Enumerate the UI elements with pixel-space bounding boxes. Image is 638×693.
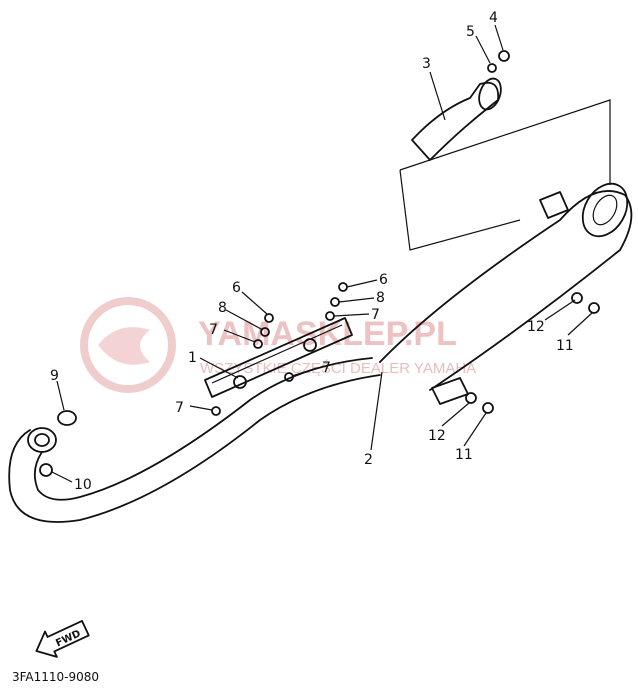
fwd-arrow-shape (35, 620, 90, 658)
callout-1: 1 (188, 350, 197, 366)
callout-6b: 6 (379, 272, 388, 288)
muffler-bracket-top (539, 191, 569, 219)
leader-8b (338, 297, 375, 303)
callout-9: 9 (50, 368, 59, 384)
washer-5 (487, 63, 497, 73)
callout-7d: 7 (175, 400, 184, 416)
exhaust-pipe (8, 357, 381, 523)
heat-protector (204, 317, 353, 398)
callout-7a: 7 (209, 322, 218, 338)
pipe-outer-edge (8, 374, 381, 523)
leader-11a (567, 312, 593, 336)
nut-10 (39, 463, 53, 477)
leader-4 (494, 24, 504, 51)
muffler-end-cap (581, 182, 629, 238)
pipe-flange-hole (34, 433, 50, 447)
protector-hole-right (303, 338, 317, 352)
washer-8b (330, 297, 340, 307)
leader-11b (463, 412, 487, 447)
collar-7d (211, 406, 221, 416)
bolt-4 (498, 50, 510, 62)
muffler-body (379, 190, 633, 391)
leader-7d (189, 405, 213, 411)
part-code: 3FA1110-9080 (12, 670, 99, 684)
watermark-logo-ring (80, 297, 176, 393)
leader-3 (429, 71, 446, 121)
washer-12b (465, 392, 477, 404)
watermark-brand: YAMASKLEP.PL (198, 315, 457, 353)
callout-12b: 12 (428, 428, 446, 444)
leader-12b (441, 402, 470, 427)
exploded-view-line-top (399, 99, 611, 185)
leader-6b (346, 279, 378, 288)
arrester-flange (478, 77, 502, 111)
callout-5: 5 (466, 24, 475, 40)
pipe-inner-edge (33, 357, 373, 501)
callout-8b: 8 (376, 290, 385, 306)
leader-7a (223, 329, 256, 343)
spark-arrester (399, 77, 611, 251)
muffler-bracket-bottom (431, 377, 469, 405)
leader-2 (370, 371, 383, 451)
callout-10: 10 (74, 477, 92, 493)
callout-8a: 8 (218, 300, 227, 316)
pipe-flange (27, 427, 57, 453)
callout-6a: 6 (232, 280, 241, 296)
washer-8a (260, 327, 270, 337)
leader-8a (225, 309, 264, 331)
leader-5 (475, 35, 491, 64)
hardware (39, 50, 600, 477)
collar-7a (253, 339, 263, 349)
callout-2: 2 (364, 452, 373, 468)
callout-12a: 12 (527, 319, 545, 335)
leader-6a (241, 291, 268, 315)
bolt-11b (482, 402, 494, 414)
leader-7c (291, 367, 318, 377)
protector-edge-line (211, 324, 343, 384)
leader-9 (56, 380, 65, 411)
exploded-view-line-bottom (399, 169, 521, 251)
watermark-tagline: WSZYSTKIE CZĘŚCI DEALER YAMAHA (200, 359, 476, 377)
callout-7b: 7 (371, 307, 380, 323)
muffler (379, 182, 633, 405)
washer-12a (571, 292, 583, 304)
bolt-11a (588, 302, 600, 314)
watermark-logo-mark (98, 327, 150, 365)
leader-1 (199, 357, 239, 379)
muffler-outlet (592, 194, 618, 226)
leader-7b (333, 313, 370, 317)
callout-3: 3 (422, 56, 431, 72)
callout-7c: 7 (322, 360, 331, 376)
collar-7c (284, 372, 294, 382)
callout-4: 4 (489, 10, 498, 26)
leader-10 (51, 471, 73, 483)
leader-lines (51, 24, 593, 483)
watermark: YAMASKLEP.PL WSZYSTKIE CZĘŚCI DEALER YAM… (80, 297, 476, 393)
bolt-6b (338, 282, 348, 292)
callouts: 1 2 3 4 5 6 6 7 7 7 7 8 8 9 10 11 11 12 … (50, 10, 574, 493)
callout-11a: 11 (556, 338, 574, 354)
gasket-9 (57, 410, 77, 426)
leader-12a (544, 299, 576, 321)
bolt-6a (264, 313, 274, 323)
fwd-arrow: FWD (35, 620, 90, 658)
arrester-body (411, 81, 500, 161)
protector-hole-left (233, 375, 247, 389)
protector-plate (204, 317, 353, 398)
callout-11b: 11 (455, 447, 473, 463)
